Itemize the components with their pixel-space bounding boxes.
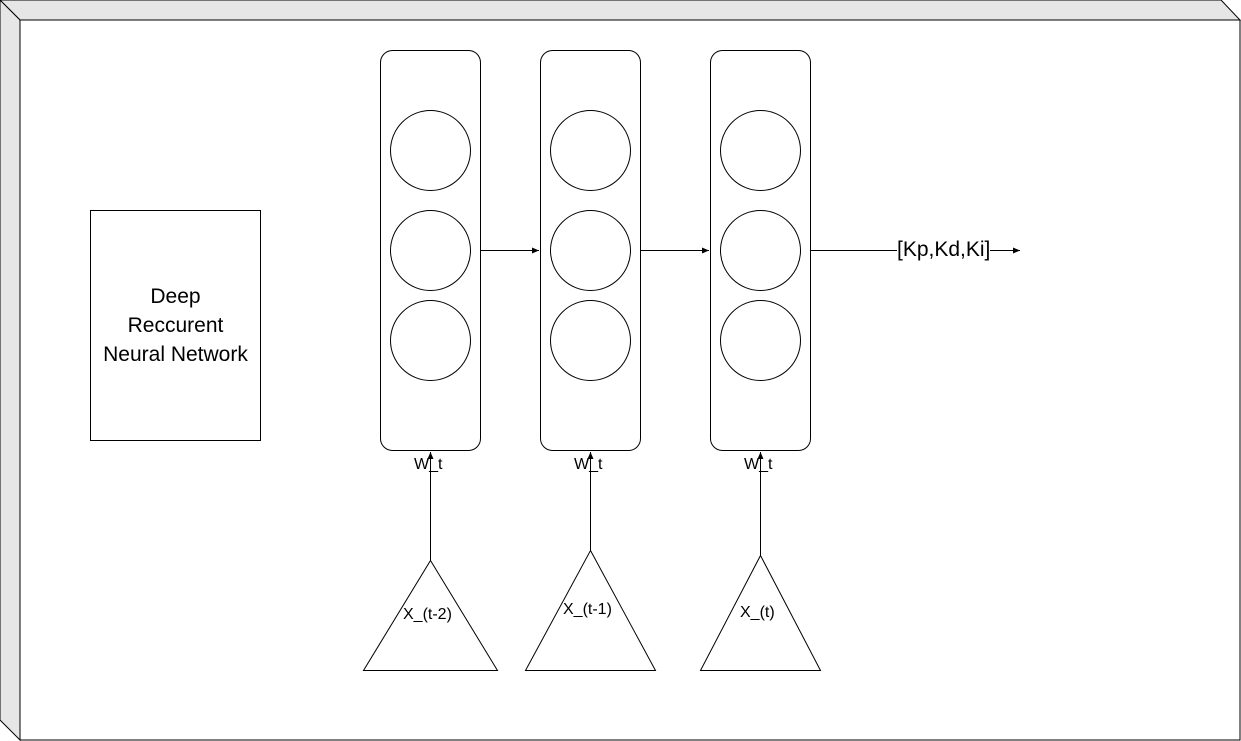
rnn-layer-3	[710, 50, 811, 451]
input-triangle-3	[699, 554, 822, 671]
network-title-box: Deep Reccurent Neural Network	[90, 210, 261, 441]
input-triangle-2	[524, 549, 657, 671]
layer-1-node-3	[390, 300, 471, 381]
layer-1-node-1	[390, 110, 471, 191]
input-triangle-1	[362, 559, 499, 671]
layer-1-node-2	[390, 210, 471, 291]
title-line-2: Reccurent	[127, 314, 224, 337]
panel-top-bevel	[0, 0, 1241, 21]
title-line-1: Deep	[150, 285, 201, 308]
rnn-layer-2	[540, 50, 641, 451]
layer-3-node-1	[720, 110, 801, 191]
layer-2-node-3	[550, 300, 631, 381]
rnn-layer-1	[380, 50, 481, 451]
input-label-3: X_(t)	[740, 604, 775, 621]
panel-left-bevel	[0, 0, 21, 741]
input-label-2: X_(t-1)	[563, 601, 612, 618]
input-label-1: X_(t-2)	[403, 606, 452, 623]
layer-3-node-3	[720, 300, 801, 381]
layer-2-node-2	[550, 210, 631, 291]
weight-label-2: W_t	[574, 456, 603, 473]
layer-2-node-1	[550, 110, 631, 191]
layer-3-node-2	[720, 210, 801, 291]
weight-label-3: W_t	[744, 456, 773, 473]
title-line-3: Neural Network	[103, 343, 248, 366]
output-label: [Kp,Kd,Ki]	[897, 238, 991, 262]
weight-label-1: W_t	[414, 456, 443, 473]
